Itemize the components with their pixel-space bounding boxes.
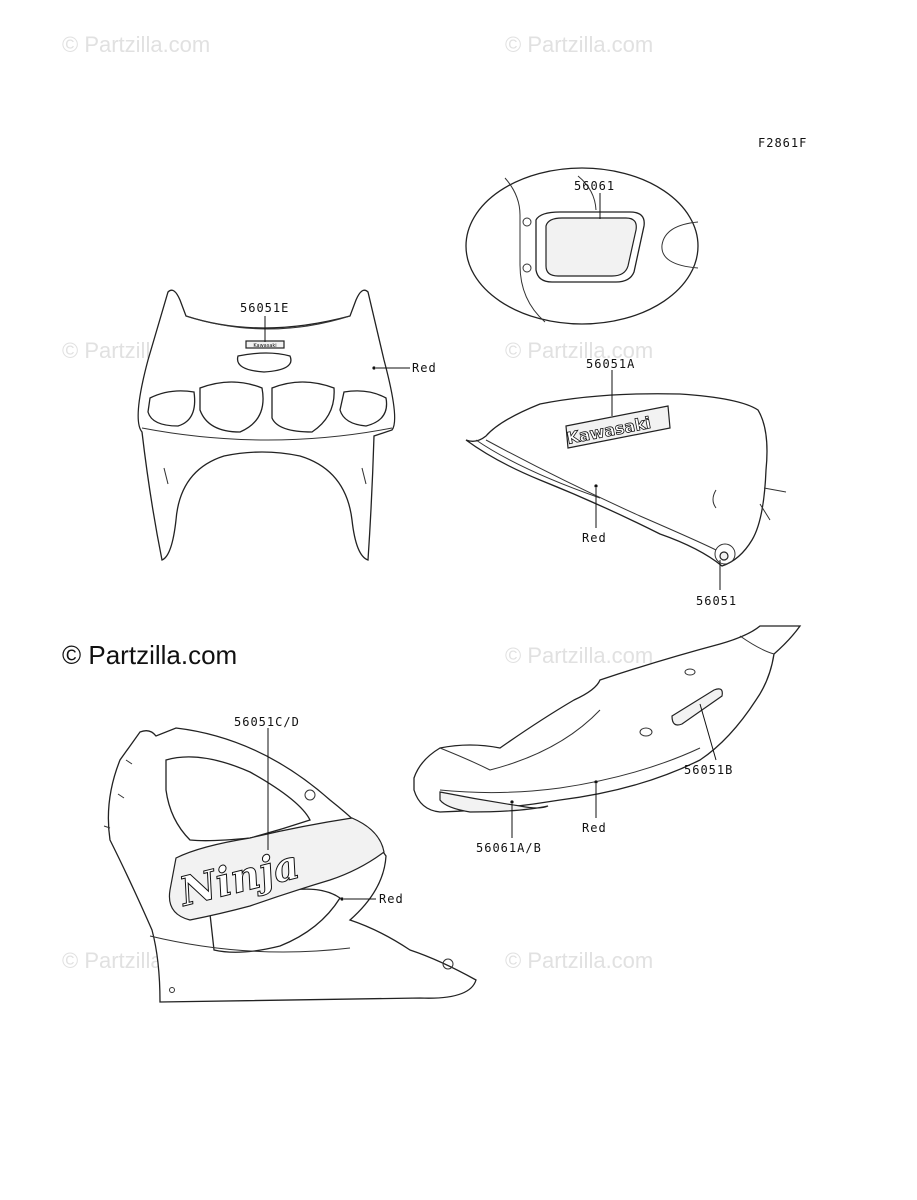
side-fairing-cutout-upper — [165, 756, 311, 842]
windscreen-logo-text: Kawasaki — [253, 343, 276, 349]
headlight-right — [271, 381, 335, 433]
tail-cowl-view: 56051B Red 56061A/B — [413, 625, 802, 855]
decal-56061ab — [439, 791, 549, 813]
watermark-mid-right: © Partzilla.com — [505, 338, 654, 363]
side-fairing-bolt-upper — [304, 789, 316, 801]
tail-cowl-lower-seam — [439, 747, 701, 794]
upper-cowl-mark-left — [163, 467, 169, 485]
side-fairing-seam — [149, 935, 351, 953]
fuel-tank-seam-front — [475, 439, 601, 499]
color-dot-tank — [594, 484, 598, 488]
decal-56051a — [565, 405, 671, 449]
tail-cowl-rear-edge — [739, 635, 775, 655]
turn-lamp-right — [339, 390, 388, 427]
label-red-tank: Red — [582, 531, 607, 545]
fuel-tank-lower-seam — [485, 439, 717, 551]
label-56051cd: 56051C/D — [234, 715, 300, 729]
upper-cowl-mark-right — [361, 467, 367, 485]
seat-cowl-left-edge — [504, 177, 546, 323]
upper-cowl-view: Kawasaki 56051E Red — [137, 289, 437, 561]
headlight-left — [199, 381, 264, 433]
watermark-top-left: © Partzilla.com — [62, 32, 211, 57]
fuel-tank-knee-pad — [714, 543, 736, 565]
label-56051: 56051 — [696, 594, 737, 608]
seat-cowl-bolt-lower — [522, 263, 532, 273]
color-dot-fairing — [340, 897, 344, 901]
upper-cowl-vent — [236, 352, 292, 373]
tail-cowl-outline — [413, 625, 802, 813]
decal-56051 — [719, 551, 729, 561]
seat-cowl-top-edge — [577, 175, 597, 211]
color-dot-cowl — [372, 366, 376, 370]
label-56051e: 56051E — [240, 301, 289, 315]
seat-cowl-bolt-upper — [522, 217, 532, 227]
label-56051a: 56051A — [586, 357, 635, 371]
fuel-tank-mount — [759, 487, 787, 521]
side-fairing-view: Ninja 56051C/D Red — [103, 715, 477, 1003]
label-56061: 56061 — [574, 179, 615, 193]
seat-cowl-view: 56061 — [465, 167, 699, 325]
decal-56051b — [671, 688, 723, 726]
watermark-bottom-right: © Partzilla.com — [505, 948, 654, 973]
color-dot-tail — [594, 780, 598, 784]
upper-cowl-outline — [137, 289, 396, 561]
tail-cowl-upper-seam — [439, 709, 601, 771]
fuel-tank-outline — [465, 393, 768, 567]
tail-cowl-bolt-upper — [684, 668, 696, 676]
side-fairing-bolt-rear — [442, 958, 454, 970]
label-red-tail: Red — [582, 821, 607, 835]
label-56051b: 56051B — [684, 763, 733, 777]
decal-56051cd — [168, 817, 385, 921]
label-red-cowl: Red — [412, 361, 437, 375]
watermark-top-right: © Partzilla.com — [505, 32, 654, 57]
color-dot-tail-lower — [510, 800, 514, 804]
label-56061ab: 56061A/B — [476, 841, 542, 855]
upper-cowl-lower-line — [141, 427, 393, 441]
watermark-main: © Partzilla.com — [62, 640, 238, 670]
figure-code: F2861F — [758, 136, 807, 150]
side-fairing-tabs — [103, 759, 133, 829]
windscreen-edge — [185, 315, 351, 330]
fuel-tank-view: Kawasaki 56051A Red 56051 — [465, 357, 787, 608]
fuel-tank-contour — [712, 489, 717, 509]
seat-cowl-right-cutout — [661, 221, 699, 269]
label-red-fairing: Red — [379, 892, 404, 906]
leader-56051b — [699, 703, 717, 761]
side-fairing-bolt-bottom — [169, 987, 175, 993]
tail-cowl-bolt-lower — [639, 727, 653, 737]
watermark-lower-right: © Partzilla.com — [505, 643, 654, 668]
turn-lamp-left — [147, 390, 196, 427]
decal-56061 — [545, 217, 637, 277]
